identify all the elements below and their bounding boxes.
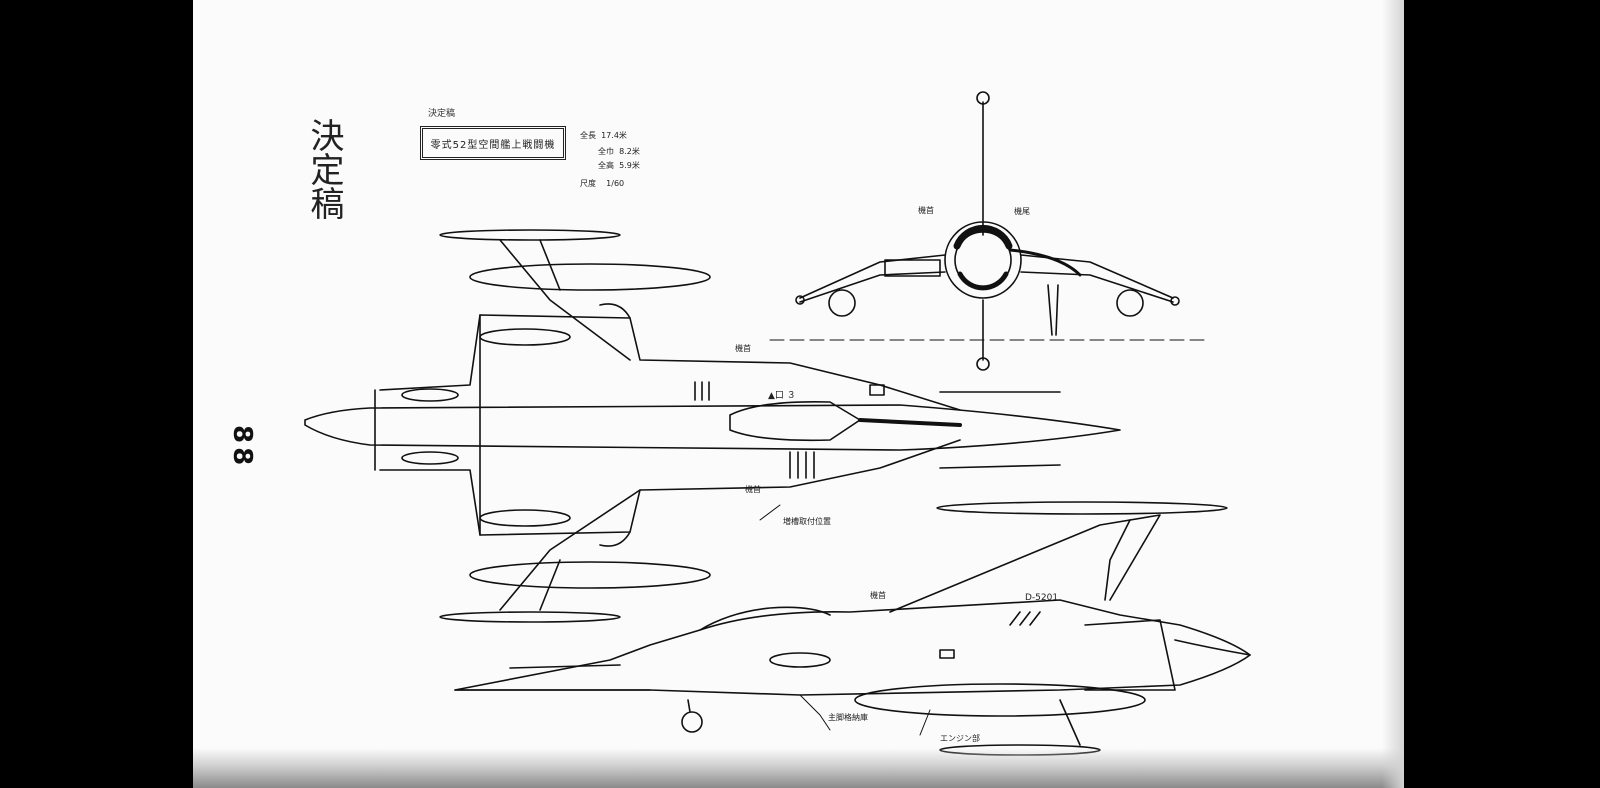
- side-view: [454, 501, 1251, 756]
- callout-front-left: 機首: [918, 206, 934, 215]
- registration-mark: D-5201: [1025, 593, 1059, 603]
- spec-height: 全高 5.9米: [598, 161, 640, 170]
- aircraft-three-view-drawing: [304, 91, 1251, 756]
- spec-width: 全巾 8.2米: [598, 147, 640, 156]
- callout-top-wing: 機首: [745, 485, 761, 494]
- header-small-label: 決定稿: [428, 109, 456, 119]
- callout-side-gear: 主脚格納庫: [828, 713, 868, 722]
- page-number: 88: [227, 425, 257, 470]
- callout-top-nose: 機首: [735, 344, 751, 353]
- front-view: [769, 91, 1211, 371]
- spec-scale: 尺度 1/60: [580, 179, 625, 188]
- vertical-title: 決定稿: [304, 118, 344, 220]
- manual-page: [193, 0, 1404, 788]
- callout-side-nose: 機首: [870, 591, 886, 600]
- page-bottom-shadow: [193, 748, 1404, 788]
- callout-side-tail: エンジン部: [940, 734, 980, 743]
- page-right-shadow: [1382, 0, 1404, 788]
- designation-box: 零式52型空間艦上戦闘機: [420, 126, 566, 160]
- spec-length: 全長 17.4米: [580, 131, 627, 140]
- top-view: [304, 229, 1121, 623]
- callout-under-note: 増槽取付位置: [783, 517, 831, 526]
- callout-front-right: 機尾: [1014, 207, 1030, 216]
- fuselage-marking: ▲口 ３: [768, 391, 796, 401]
